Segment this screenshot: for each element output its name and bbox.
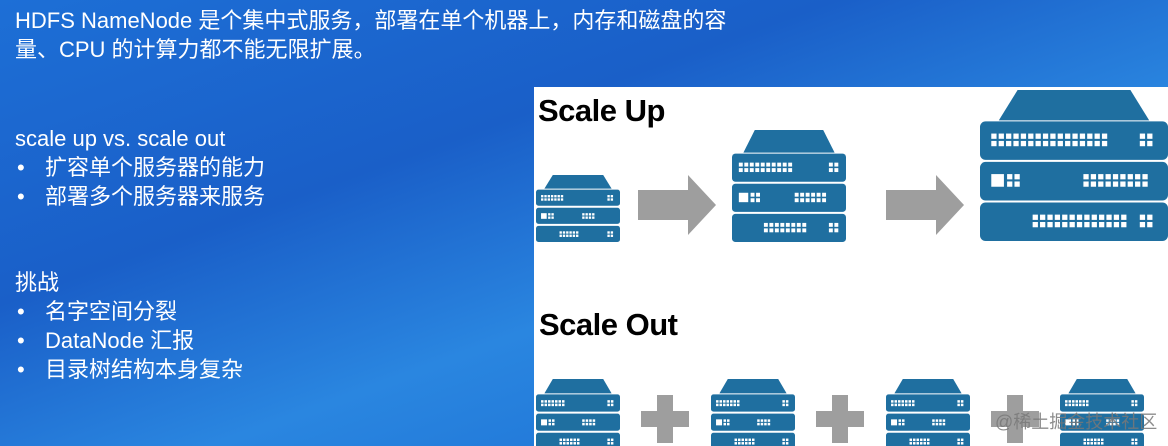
list-item: 部署多个服务器来服务 [15, 182, 265, 211]
scale-figure: Scale Up Scale Out [534, 87, 1168, 446]
watermark: @稀土掘金技术社区 [995, 412, 1158, 432]
plus-icon [991, 395, 1039, 443]
intro-text: HDFS NameNode 是个集中式服务，部署在单个机器上，内存和磁盘的容量、… [15, 8, 727, 62]
list-item: DataNode 汇报 [15, 326, 243, 355]
server-icon [711, 379, 795, 446]
list-item: 扩容单个服务器的能力 [15, 153, 265, 182]
arrow-icon [886, 175, 964, 235]
server-icon [536, 379, 620, 446]
arrow-icon [638, 175, 716, 235]
server-icon [732, 130, 846, 242]
server-icon [1060, 379, 1144, 446]
scale-up-label: Scale Up [538, 93, 665, 128]
list-item: 名字空间分裂 [15, 297, 243, 326]
server-diagram [536, 90, 1168, 446]
plus-icon [816, 395, 864, 443]
challenges-section: 挑战 名字空间分裂 DataNode 汇报 目录树结构本身复杂 [15, 268, 243, 384]
section-title: scale up vs. scale out [15, 126, 226, 151]
server-icon [536, 175, 620, 242]
list-item: 目录树结构本身复杂 [15, 355, 243, 384]
server-icon [980, 90, 1168, 241]
scale-out-label: Scale Out [539, 307, 678, 342]
section-title: 挑战 [15, 270, 60, 295]
server-icon [886, 379, 970, 446]
plus-icon [641, 395, 689, 443]
scale-section: scale up vs. scale out 扩容单个服务器的能力 部署多个服务… [15, 124, 265, 211]
